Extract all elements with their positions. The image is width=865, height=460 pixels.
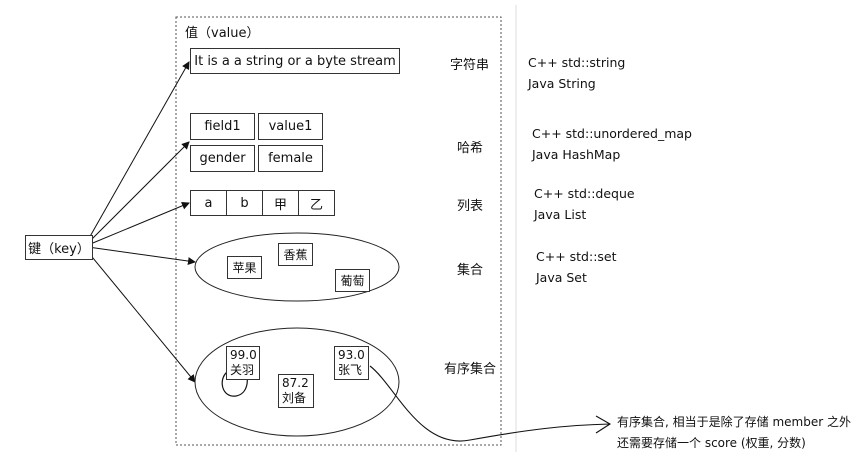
- zset-note-line2: 还需要存储一个 score (权重, 分数): [617, 436, 806, 450]
- list-cell: b: [226, 190, 263, 216]
- set-member-text: 香蕉: [283, 248, 308, 262]
- hash-field-text: field1: [204, 119, 241, 134]
- arrow-to-string: [87, 61, 190, 241]
- set-impl-java: Java Set: [536, 270, 587, 285]
- key-box: 键（key）: [25, 235, 93, 260]
- arrow-to-hash: [87, 141, 190, 244]
- string-impl-java: Java String: [528, 76, 596, 91]
- set-member: 葡萄: [335, 269, 370, 292]
- hash-impl: C++ std::unordered_map Java HashMap: [532, 123, 692, 165]
- key-label: 键（key）: [28, 242, 90, 257]
- list-cell: a: [190, 190, 227, 216]
- zset-member-name: 张飞: [338, 363, 363, 377]
- set-member: 苹果: [227, 256, 262, 279]
- list-type-label: 列表: [457, 199, 484, 214]
- zset-member-name: 刘备: [282, 391, 307, 405]
- zset-score: 87.2: [282, 376, 309, 390]
- hash-type-label: 哈希: [457, 141, 484, 156]
- zset-score: 93.0: [338, 348, 365, 362]
- zset-note: 有序集合, 相当于是除了存储 member 之外 还需要存储一个 score (…: [617, 412, 851, 454]
- string-impl: C++ std::string Java String: [528, 52, 625, 94]
- hash-value-cell: value1: [258, 113, 323, 140]
- string-impl-cpp: C++ std::string: [528, 55, 626, 70]
- string-value-box: It is a a string or a byte stream: [190, 48, 400, 74]
- zset-ellipse: [194, 327, 400, 437]
- zset-member: 99.0 关羽: [226, 346, 260, 380]
- list-cell-text: 甲: [273, 197, 287, 213]
- list-cell-text: b: [240, 195, 249, 211]
- note-curve: [369, 365, 611, 442]
- list-impl: C++ std::deque Java List: [534, 183, 635, 225]
- hash-field-text: gender: [199, 151, 246, 166]
- set-impl: C++ std::set Java Set: [536, 246, 617, 288]
- set-ellipse: [194, 232, 400, 302]
- list-impl-java: Java List: [534, 207, 587, 222]
- set-member-text: 葡萄: [340, 274, 365, 288]
- zset-member: 93.0 张飞: [334, 346, 369, 380]
- hash-field-cell: field1: [190, 113, 255, 140]
- list-impl-cpp: C++ std::deque: [534, 186, 635, 201]
- set-impl-cpp: C++ std::set: [536, 249, 617, 264]
- list-cell-text: 乙: [309, 197, 323, 213]
- zset-note-line1: 有序集合, 相当于是除了存储 member 之外: [617, 415, 851, 429]
- hash-value-text: value1: [268, 119, 313, 134]
- list-cell-text: a: [204, 195, 213, 211]
- zset-member-name: 关羽: [230, 363, 255, 377]
- hash-field-cell: gender: [190, 145, 255, 172]
- string-type-label: 字符串: [450, 58, 490, 73]
- note-curve-arrowhead: [595, 415, 612, 434]
- list-cell: 甲: [262, 190, 299, 216]
- arrow-to-set: [87, 246, 196, 265]
- value-panel-frame: [175, 16, 502, 446]
- value-panel-title: 值（value）: [185, 26, 260, 41]
- zset-member: 87.2 刘备: [278, 374, 314, 408]
- hash-value-text: female: [268, 151, 313, 166]
- set-type-label: 集合: [457, 263, 484, 278]
- arrow-to-zset: [87, 251, 196, 383]
- hash-value-cell: female: [258, 145, 323, 172]
- zset-type-label: 有序集合: [444, 362, 497, 377]
- arrow-to-list: [87, 201, 190, 246]
- set-member-text: 苹果: [232, 261, 257, 275]
- hash-impl-java: Java HashMap: [532, 147, 621, 162]
- set-member: 香蕉: [278, 243, 313, 266]
- zset-score: 99.0: [230, 348, 257, 362]
- hash-impl-cpp: C++ std::unordered_map: [532, 126, 692, 141]
- string-value: It is a a string or a byte stream: [194, 53, 396, 69]
- list-cell: 乙: [298, 190, 335, 216]
